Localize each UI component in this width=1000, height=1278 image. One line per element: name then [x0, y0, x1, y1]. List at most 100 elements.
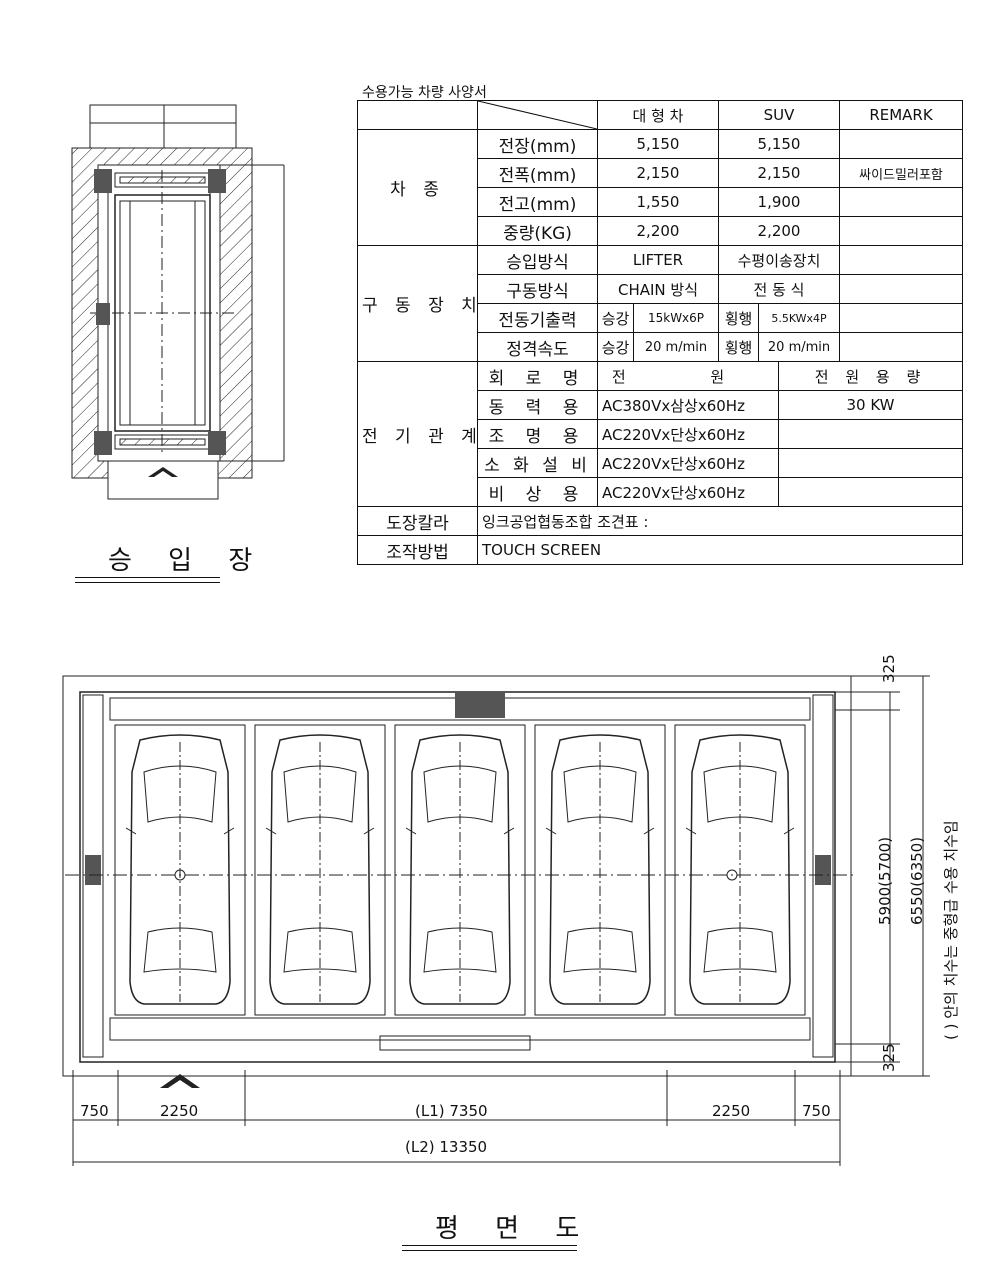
drive-method-large: CHAIN 방식 [597, 274, 719, 304]
electric-power: AC220Vx단상x60Hz [597, 419, 779, 449]
vehicle-value-large: 2,150 [597, 158, 719, 188]
dim-top-offset: 325 [880, 654, 898, 683]
paint-value: 잉크공업협동조합 조견표 : [476, 506, 964, 536]
drive-motor-label: 전동기출력 [477, 303, 598, 333]
drive-entry-label: 승입방식 [477, 245, 598, 275]
electric-row: 조 명 용 AC220Vx단상x60Hz [358, 419, 964, 449]
vehicle-remark: 싸이드밀러포함 [839, 158, 964, 188]
drive-entry-suv: 수평이송장치 [717, 245, 841, 275]
drive-speed-c: 횡행 [718, 332, 759, 362]
vehicle-row: 전고(mm) 1,550 1,900 [358, 187, 964, 217]
bay-5 [674, 724, 806, 1016]
operation-label: 조작방법 [357, 535, 478, 565]
plan-view-title: 평 면 도 [435, 1214, 594, 1244]
vehicle-remark [839, 187, 964, 217]
header-suv: SUV [717, 100, 841, 130]
electric-capacity [777, 477, 964, 507]
dim-right-bay: 2250 [712, 1102, 751, 1120]
dim-depth-outer: 6550(6350) [908, 836, 926, 925]
vehicle-row: 중량(KG) 2,200 2,200 [358, 216, 964, 246]
drive-motor-b: 15kWx6P [633, 303, 719, 333]
bay-3 [394, 724, 526, 1016]
vehicle-label: 전고(mm) [477, 187, 598, 217]
drive-method-suv: 전 동 식 [717, 274, 841, 304]
drive-row: 정격속도 승강 20 m/min 횡행 20 m/min [358, 332, 964, 362]
electric-header-power: 전 원 [597, 361, 779, 391]
entry-view-drawing [71, 104, 285, 500]
drive-remark [839, 303, 964, 333]
operation-value: TOUCH SCREEN [476, 535, 964, 565]
spec-header-row: 대 형 차 SUV REMARK [357, 100, 964, 130]
paint-label: 도장칼라 [357, 506, 478, 536]
drive-speed-label: 정격속도 [477, 332, 598, 362]
header-remark: REMARK [839, 100, 964, 130]
dim-note: ( ) 안의 치수는 중형급 수용 치수임 [942, 820, 960, 1040]
entry-title-underline [75, 577, 220, 578]
vehicle-value-suv: 2,200 [717, 216, 841, 246]
drive-speed-a: 승강 [597, 332, 634, 362]
dim-depth-inner: 5900(5700) [876, 836, 894, 925]
vehicle-value-suv: 2,150 [717, 158, 841, 188]
electric-label: 소 화 설 비 [477, 448, 598, 478]
dim-bottom-offset: 325 [880, 1043, 898, 1072]
electric-row: 동 력 용 AC380Vx삼상x60Hz 30 KW [358, 390, 964, 420]
bay-1 [114, 724, 246, 1016]
vehicle-row: 전폭(mm) 2,150 2,150 싸이드밀러포함 [358, 158, 964, 188]
dim-l1: (L1) 7350 [415, 1102, 488, 1120]
header-diagonal-cell [477, 100, 598, 130]
plan-title-underline [402, 1250, 577, 1251]
electric-row: 소 화 설 비 AC220Vx단상x60Hz [358, 448, 964, 478]
electric-label: 동 력 용 [477, 390, 598, 420]
header-blank [357, 100, 478, 130]
plan-title-underline [402, 1245, 577, 1246]
electric-category: 전 기 관 계 [357, 361, 478, 507]
electric-power: AC380Vx삼상x60Hz [597, 390, 779, 420]
electric-power: AC220Vx단상x60Hz [597, 477, 779, 507]
vehicle-label: 전장(mm) [477, 129, 598, 159]
dim-right-margin: 750 [802, 1102, 831, 1120]
electric-label: 비 상 용 [477, 477, 598, 507]
vehicle-label: 중량(KG) [477, 216, 598, 246]
drive-speed-d: 20 m/min [757, 332, 841, 362]
entry-view-title: 승 입 장 [108, 546, 267, 576]
vehicle-value-large: 5,150 [597, 129, 719, 159]
electric-capacity [777, 419, 964, 449]
vehicle-value-suv: 5,150 [717, 129, 841, 159]
electric-capacity: 30 KW [777, 390, 964, 420]
vehicle-remark [839, 216, 964, 246]
drive-entry-large: LIFTER [597, 245, 719, 275]
vehicle-category: 차 종 [357, 129, 478, 246]
entry-title-underline [75, 582, 220, 583]
vehicle-value-large: 1,550 [597, 187, 719, 217]
dim-left-bay: 2250 [160, 1102, 199, 1120]
electric-label: 조 명 용 [477, 419, 598, 449]
drive-remark [839, 332, 964, 362]
paint-row: 도장칼라 잉크공업협동조합 조견표 : [357, 506, 964, 536]
drive-motor-a: 승강 [597, 303, 634, 333]
vehicle-value-large: 2,200 [597, 216, 719, 246]
spec-caption: 수용가능 차량 사양서 [362, 85, 487, 101]
electric-capacity [777, 448, 964, 478]
drive-remark [839, 245, 964, 275]
bay-2 [254, 724, 386, 1016]
electric-header-capacity: 전 원 용 량 [777, 361, 964, 391]
vehicle-label: 전폭(mm) [477, 158, 598, 188]
drive-method-label: 구동방식 [477, 274, 598, 304]
electric-header-row: 전 기 관 계 회 로 명 전 원 전 원 용 량 [357, 361, 964, 507]
drive-row: 전동기출력 승강 15kWx6P 횡행 5.5KWx4P [358, 303, 964, 333]
vehicle-value-suv: 1,900 [717, 187, 841, 217]
spec-table: 대 형 차 SUV REMARK 차 종 전장(mm) 5,150 5,150 … [357, 100, 964, 565]
drive-speed-b: 20 m/min [633, 332, 719, 362]
electric-power: AC220Vx단상x60Hz [597, 448, 779, 478]
electric-header-label: 회 로 명 [477, 361, 598, 391]
dim-l2: (L2) 13350 [405, 1138, 488, 1156]
bay-4 [534, 724, 666, 1016]
plan-view-drawing [62, 675, 930, 1166]
vehicle-row: 차 종 전장(mm) 5,150 5,150 [357, 129, 964, 246]
header-large-car: 대 형 차 [597, 100, 719, 130]
drive-category: 구 동 장 치 [357, 245, 478, 362]
operation-row: 조작방법 TOUCH SCREEN [357, 535, 964, 565]
vehicle-remark [839, 129, 964, 159]
drive-remark [839, 274, 964, 304]
drive-motor-c: 횡행 [718, 303, 759, 333]
